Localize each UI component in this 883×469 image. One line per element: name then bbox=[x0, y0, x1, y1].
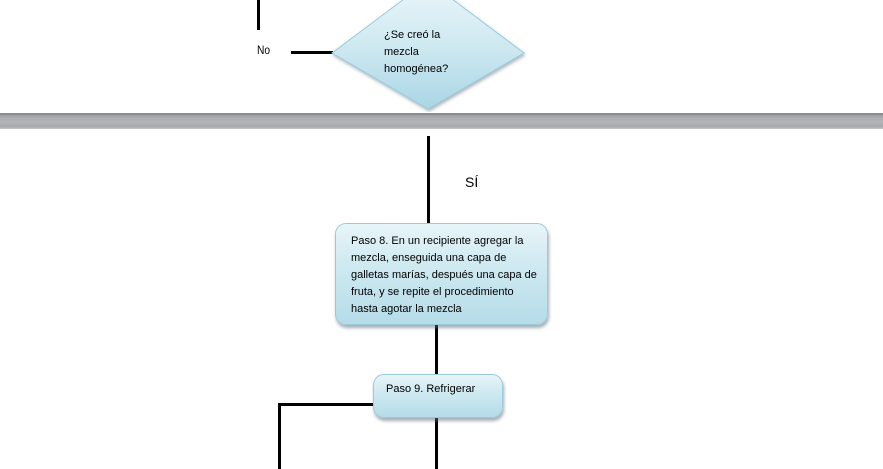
connector-yes-branch bbox=[427, 136, 430, 224]
page-top: No ¿Se creó la mezcla homogénea? bbox=[0, 0, 883, 113]
branch-label-no: No bbox=[257, 43, 271, 57]
process-step-8-text: Paso 8. En un recipiente agregar la mezc… bbox=[351, 235, 537, 315]
process-step-8: Paso 8. En un recipiente agregar la mezc… bbox=[335, 223, 548, 325]
connector-loop-horizontal bbox=[278, 403, 374, 406]
connector-step8-step9 bbox=[435, 324, 438, 374]
branch-label-yes: SÍ bbox=[465, 174, 479, 190]
connector-no-branch-vertical bbox=[257, 0, 260, 30]
connector-loop-vertical bbox=[278, 403, 281, 469]
process-step-9: Paso 9. Refrigerar bbox=[373, 374, 503, 418]
connector-no-branch-horizontal bbox=[291, 51, 333, 54]
decision-text-line: mezcla bbox=[384, 46, 419, 58]
page-break-separator bbox=[0, 113, 883, 129]
connector-step9-down bbox=[435, 418, 438, 469]
decision-text: ¿Se creó la mezcla homogénea? bbox=[384, 27, 484, 78]
decision-diamond bbox=[331, 0, 525, 110]
decision-text-line: ¿Se creó la bbox=[384, 29, 441, 41]
decision-text-line: homogénea? bbox=[384, 63, 449, 75]
process-step-9-text: Paso 9. Refrigerar bbox=[386, 383, 476, 395]
